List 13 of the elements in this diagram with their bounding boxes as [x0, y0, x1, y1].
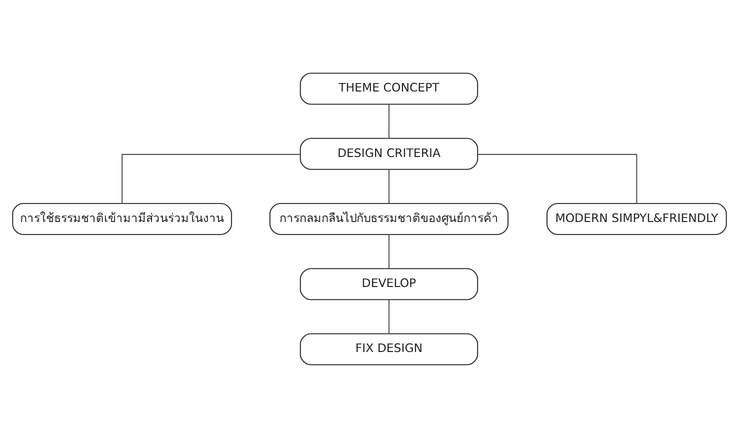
- connector: [122, 153, 300, 203]
- node-box: DEVELOP: [300, 268, 478, 300]
- connector: [388, 169, 390, 203]
- node-box: FIX DESIGN: [300, 332, 478, 365]
- connector: [478, 153, 638, 203]
- node-box: การกลมกลืนไปกับธรรมชาติของศูนย์การค้า: [269, 202, 509, 235]
- node-box: THEME CONCEPT: [300, 72, 478, 104]
- connector: [388, 234, 390, 268]
- connector: [388, 104, 390, 138]
- node-box: การใช้ธรรมชาติเข้ามามีส่วนร่วมในงาน: [12, 202, 232, 235]
- connector: [388, 299, 390, 334]
- node-box: MODERN SIMPYL&FRIENDLY: [546, 202, 727, 235]
- node-box: DESIGN CRITERIA: [300, 137, 478, 170]
